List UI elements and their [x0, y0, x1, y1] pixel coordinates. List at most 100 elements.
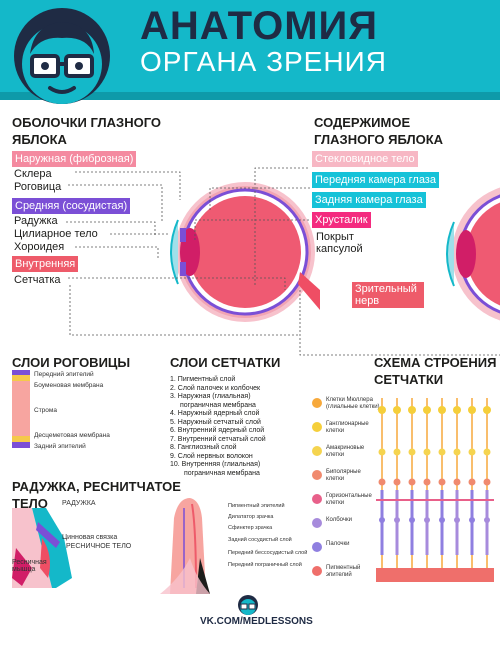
posterior-chamber-tag: Задняя камера глаза — [312, 192, 426, 208]
photoreceptor-nucleus — [409, 517, 415, 523]
legend-label-line: клетки — [326, 500, 345, 506]
ganglion-cell — [483, 406, 491, 414]
amacrine-cell — [483, 448, 491, 456]
photoreceptor-nucleus — [424, 517, 430, 523]
legend-label-line: Ганглионарные — [326, 421, 369, 427]
amacrine-cell — [468, 448, 476, 456]
retina-cells-diagram — [376, 398, 494, 582]
legend-label-line: Палочки — [326, 541, 350, 547]
page-title: АНАТОМИЯ — [140, 4, 379, 48]
retina-layer-item: 4. Наружный ядерный слой — [170, 410, 260, 417]
membranes-title: ОБОЛОЧКИ ГЛАЗНОГО ЯБЛОКА — [12, 115, 162, 147]
optic-nerve-tag: Зрительный нерв — [352, 282, 424, 308]
ganglion-cell — [408, 406, 416, 414]
legend-swatch — [312, 566, 322, 576]
covered-label-2: капсулой — [316, 243, 363, 255]
retina-layers-title: СЛОИ СЕТЧАТКИ — [170, 355, 281, 370]
photoreceptor-nucleus — [454, 517, 460, 523]
ganglion-cell — [468, 406, 476, 414]
retina-layer-item: 3. Наружная (глиальная) — [170, 393, 251, 400]
iris-detail-label: Сфинктер зрачка — [228, 525, 273, 531]
iris-section-title: РАДУЖКА, РЕСНИТЧАТОЕ ТЕЛО — [12, 479, 181, 511]
photoreceptor-nucleus — [379, 517, 385, 523]
cornea-layer-3: Строма — [34, 407, 57, 414]
cornea-layer-4: Десцеметовая мембрана — [34, 432, 110, 439]
footer-avatar-icon — [238, 595, 258, 615]
iris-ciliary-diagram — [12, 508, 72, 588]
bipolar-cell — [468, 478, 476, 486]
legend-label-line: Биполярные — [326, 469, 361, 475]
outer-membrane-tag: Наружная (фиброзная) — [12, 151, 137, 167]
retina-layer-item: пограничная мембрана — [180, 401, 256, 409]
iris-detail-label: Пигментный эпителий — [228, 503, 285, 509]
legend-swatch — [312, 518, 322, 528]
contents-title: СОДЕРЖИМОЕ ГЛАЗНОГО ЯБЛОКА — [314, 115, 444, 147]
cornea-layer-2: Боуменовая мембрана — [34, 382, 104, 389]
retina-layer-item: 7. Внутренний сетчатый слой — [170, 435, 266, 443]
legend-label-line: Амакриновые — [326, 445, 365, 451]
amacrine-cell — [438, 448, 446, 456]
cornea-layer-5: Задний эпителий — [34, 443, 86, 450]
retina-layer-item: пограничная мембрана — [184, 469, 260, 477]
legend-label-line: Горизонтальные — [326, 493, 372, 499]
legend-label-line: Клетки Мюллера — [326, 397, 373, 403]
middle-membrane-tag: Средняя (сосудистая) — [12, 198, 131, 214]
bipolar-cell — [378, 478, 386, 486]
inner-membrane-tag: Внутренняя — [12, 256, 79, 272]
bipolar-cell — [453, 478, 461, 486]
bipolar-cell — [393, 478, 401, 486]
ganglion-cell — [393, 406, 401, 414]
ganglion-cell — [423, 406, 431, 414]
legend-label-line: Колбочки — [326, 517, 352, 523]
retina-layer-item: 2. Слой палочек и колбочек — [170, 384, 261, 392]
legend-label-line: Пигментный — [326, 565, 361, 571]
amacrine-cell — [423, 448, 431, 456]
legend-label-line: клетки — [326, 428, 345, 434]
ganglion-cell — [453, 406, 461, 414]
footer-link[interactable]: VK.COM/MEDLESSONS — [200, 616, 313, 627]
lens-tag: Хрусталик — [312, 212, 371, 228]
iris-detail-label: Передний пограничный слой — [228, 562, 302, 568]
photoreceptor-nucleus — [439, 517, 445, 523]
amacrine-cell — [408, 448, 416, 456]
covered-label-1: Покрыт — [316, 231, 354, 243]
retina-layer-item: 8. Ганглиозный слой — [170, 444, 237, 451]
iris-detail-label: Дилататор зрачка — [228, 514, 274, 520]
bipolar-cell — [438, 478, 446, 486]
legend-label: Палочки — [326, 541, 350, 548]
iris-label: Радужка — [14, 215, 58, 227]
iris-detail-label: Передний бессосудистый слой — [228, 550, 308, 556]
legend-label-line: (глиальные клетки) — [326, 404, 380, 410]
retina-layer-item: 5. Наружный сетчатый слой — [170, 418, 261, 426]
iris-detail-diagram — [160, 498, 210, 594]
header-strip — [0, 92, 500, 100]
photoreceptor-nucleus — [394, 517, 400, 523]
legend-swatch — [312, 494, 322, 504]
amacrine-cell — [393, 448, 401, 456]
iris-callout: РАДУЖКА — [62, 500, 96, 507]
nerd-glasses-avatar-icon — [14, 8, 110, 104]
amacrine-cell — [378, 448, 386, 456]
legend-label: Колбочки — [326, 517, 352, 524]
leader-lines — [66, 167, 500, 356]
sclera-label: Склера — [14, 168, 52, 180]
choroid-label: Хороидея — [14, 241, 65, 253]
zonule-callout: Цинновая связка — [62, 534, 118, 541]
legend-label-line: эпителий — [326, 572, 352, 578]
retina-scheme-title: СХЕМА СТРОЕНИЯ СЕТЧАТКИ — [374, 355, 497, 387]
cornea-label: Роговица — [14, 181, 62, 193]
pigment-epithelium — [376, 568, 494, 582]
legend-swatch — [312, 542, 322, 552]
legend-label-line: клетки — [326, 452, 345, 458]
ganglion-cell — [438, 406, 446, 414]
cornea-layer-1: Передний эпителий — [34, 371, 94, 378]
eyeball-diagram — [170, 182, 320, 322]
ciliary-muscle-callout: Ресничная мышца — [12, 559, 47, 573]
vitreous-tag: Стекловидное тело — [312, 151, 418, 167]
page-subtitle: ОРГАНА ЗРЕНИЯ — [140, 46, 387, 77]
bipolar-cell — [423, 478, 431, 486]
